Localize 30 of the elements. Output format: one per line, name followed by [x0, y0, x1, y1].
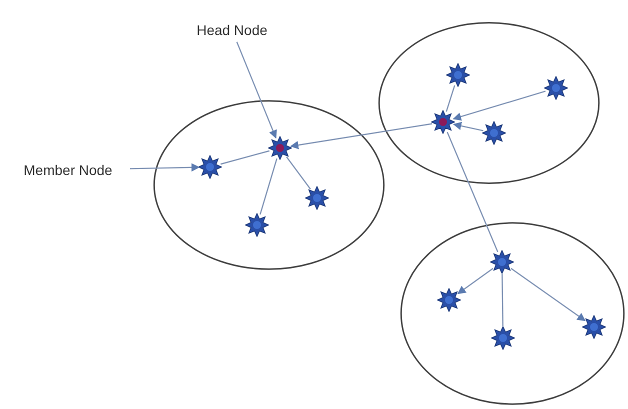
member-node-star	[305, 186, 329, 210]
cluster-ellipse	[153, 100, 385, 270]
member-node-star	[245, 213, 269, 237]
link-line	[446, 132, 498, 252]
cluster-ellipse	[400, 222, 625, 405]
node-label: Head Node	[190, 20, 274, 40]
member-node-star	[491, 326, 515, 350]
member-node-star	[198, 155, 222, 179]
link-line	[457, 268, 494, 294]
member-node-star	[490, 250, 514, 274]
link-line	[260, 158, 278, 215]
link-line	[220, 150, 270, 165]
leader-arrow	[130, 163, 200, 172]
head-node-star	[268, 136, 292, 160]
link-line	[510, 268, 586, 322]
link-line	[502, 273, 504, 327]
member-node-star	[446, 63, 470, 87]
leader-arrow	[236, 42, 277, 139]
member-node-star	[582, 315, 606, 339]
cluster-ellipse	[378, 22, 600, 184]
link-line	[452, 122, 484, 132]
member-node-star	[437, 288, 461, 312]
member-node-star	[482, 121, 506, 145]
link-line	[290, 123, 432, 150]
link-line	[452, 90, 546, 121]
node-label: Member Node	[8, 160, 128, 180]
link-line	[446, 85, 456, 112]
head-node-star	[431, 110, 455, 134]
member-node-star	[544, 76, 568, 100]
link-line	[286, 156, 311, 190]
